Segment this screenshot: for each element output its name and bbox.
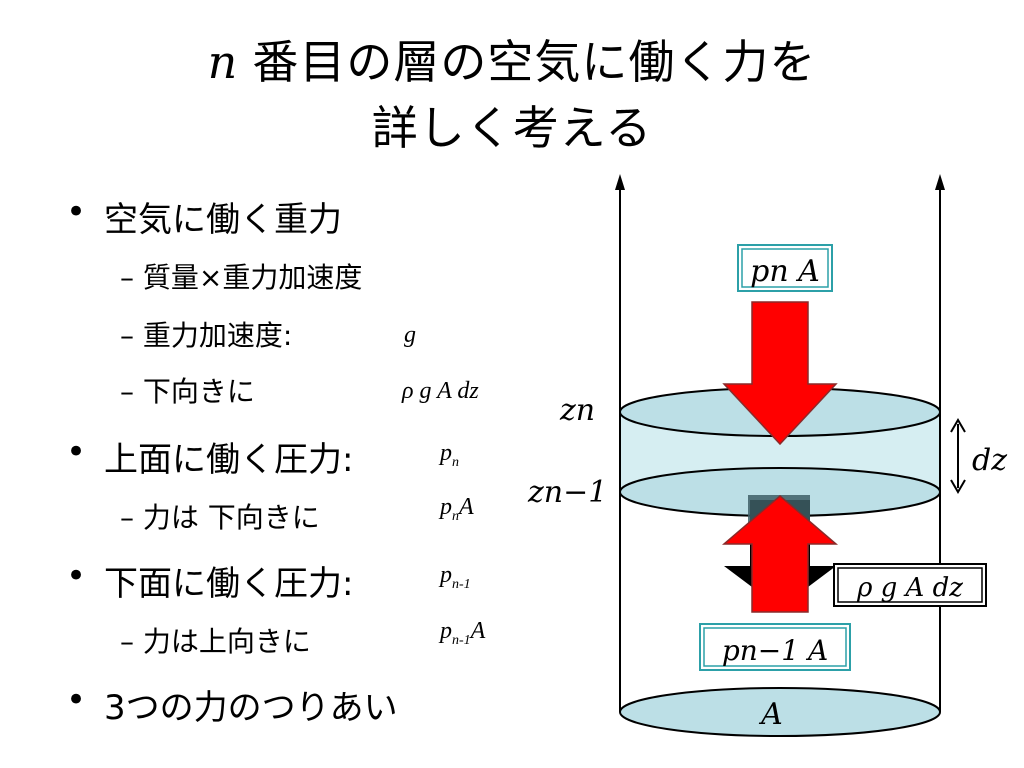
- bottom-pressure-force-arrow: [721, 495, 839, 613]
- sub-bullet-mass-label: 質量×重力加速度: [142, 261, 363, 294]
- sub-bullet-top-force: – 力は 下向きに: [120, 501, 320, 534]
- bottom-force-label-box: [699, 623, 851, 671]
- zn-label: zn: [559, 393, 595, 428]
- right-wall-arrowhead: [935, 174, 945, 190]
- bullet-bottom-pressure-label: 下面に働く圧力:: [104, 564, 354, 604]
- top-pressure-force-arrow: [722, 301, 838, 446]
- top-force-label: pn A: [750, 254, 820, 289]
- title-text-1: 番目の層の空気に働く力を: [252, 35, 817, 89]
- formula-pn-a: pnA: [440, 494, 474, 524]
- sub-bullet-bottom-force-label: 力は上向きに: [142, 625, 311, 658]
- formula-pn-1: pn-1: [440, 562, 471, 592]
- sub-bullet-gravity-accel-label: 重力加速度:: [142, 319, 293, 352]
- slide-title-line-2: 詳しく考える: [371, 101, 653, 155]
- formula-pn-1-a: pn-1A: [440, 618, 486, 648]
- sub-bullet-downward-label: 下向きに: [142, 375, 255, 408]
- sub-bullet-downward: – 下向きに: [120, 375, 255, 408]
- dz-label: dz: [972, 443, 1007, 478]
- bullet-gravity-label: 空気に働く重力: [104, 200, 342, 240]
- sub-bullet-top-force-label: 力は 下向きに: [142, 501, 320, 534]
- bullet-dot: •: [66, 556, 87, 596]
- top-force-label-box: [737, 244, 833, 292]
- sub-bullet-gravity-accel: – 重力加速度:: [120, 319, 293, 352]
- sub-bullet-bottom-force: – 力は上向きに: [120, 625, 311, 658]
- bullet-dot: •: [66, 192, 87, 232]
- bottom-force-label: pn−1 A: [722, 634, 828, 667]
- bullet-top-pressure-label: 上面に働く圧力:: [104, 440, 354, 480]
- zn-1-label: zn−1: [527, 475, 607, 510]
- sub-bullet-mass-times-g: – 質量×重力加速度: [120, 261, 363, 294]
- column-base-ellipse: [619, 687, 941, 737]
- bullet-dot: •: [66, 680, 87, 720]
- formula-rho-g-a-dz: ρ g A dz: [402, 378, 479, 404]
- gravity-label: ρ g A dz: [856, 573, 963, 603]
- formula-g: g: [404, 322, 416, 348]
- formula-pn: pn: [440, 440, 459, 470]
- gravity-label-box: [833, 563, 987, 607]
- bullet-dot: •: [66, 432, 87, 472]
- left-wall-arrowhead: [615, 174, 625, 190]
- area-label: A: [758, 697, 783, 732]
- title-variable-n: n: [207, 35, 239, 89]
- bullet-balance-label: 3つの力のつりあい: [104, 688, 398, 728]
